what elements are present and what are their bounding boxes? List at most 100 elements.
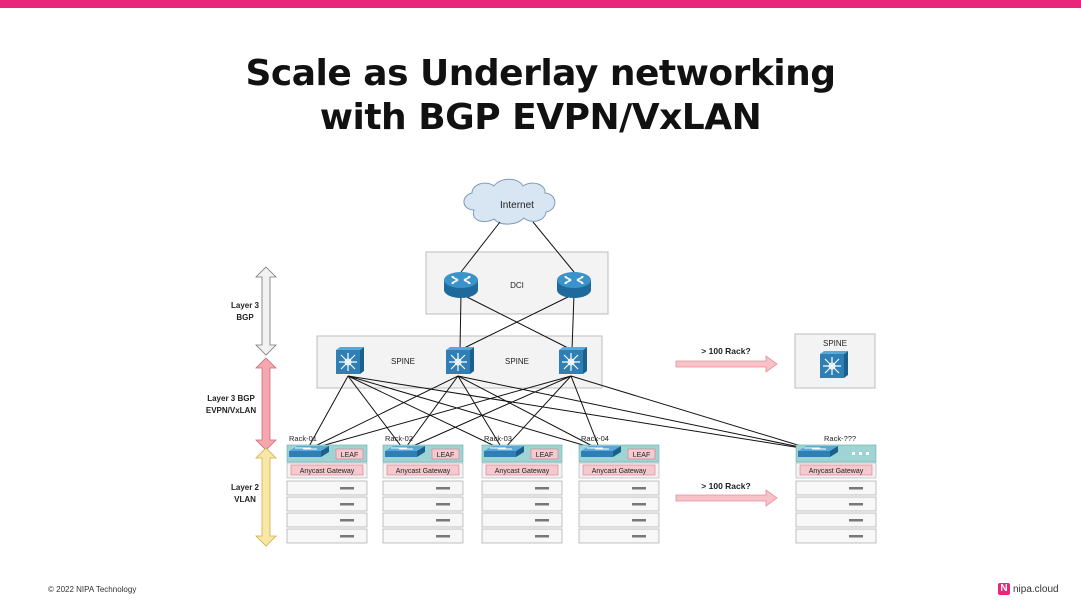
rack-name: Rack-04 [581, 434, 609, 443]
internet-label: Internet [500, 200, 534, 211]
rack-name: Rack-02 [385, 434, 413, 443]
server-led [340, 535, 354, 538]
gateway-tag [582, 464, 656, 476]
server-led [632, 519, 646, 522]
server-slot [795, 528, 877, 544]
server-slot [286, 496, 368, 512]
internet-cloud: Internet [463, 178, 556, 225]
leaf-switch-icon [580, 445, 622, 458]
leaf-label: LEAF [633, 452, 651, 459]
server-led [535, 487, 549, 490]
server-led [849, 503, 863, 506]
rack-name: Rack-01 [289, 434, 317, 443]
scale-arrow-spine: > 100 Rack? [675, 346, 778, 373]
leaf-tag [431, 448, 460, 460]
leaf-switch-icon [797, 445, 839, 458]
dci-router-2-icon [556, 271, 592, 299]
layer-3-line1: Layer 2 [231, 483, 260, 492]
rack-5: Rack-??? Anycast Gateway [795, 434, 877, 544]
server-slot [286, 480, 368, 496]
server-led [340, 519, 354, 522]
leaf-tag [335, 448, 364, 460]
leaf-switch-icon [483, 445, 525, 458]
server-slot [578, 480, 660, 496]
server-led [436, 535, 450, 538]
server-led [849, 535, 863, 538]
server-slot [481, 512, 563, 528]
server-led [632, 503, 646, 506]
brand-logo: N nipa.cloud [998, 581, 1059, 597]
server-slot [795, 480, 877, 496]
link-lines [306, 221, 815, 451]
spine-switch-1-icon [335, 346, 365, 375]
brand-mark-icon: N [998, 583, 1010, 595]
gateway-tag [799, 464, 873, 476]
spine-switch-2-icon [445, 346, 475, 375]
leaf-switch-icon [384, 445, 426, 458]
server-slot [578, 496, 660, 512]
title-line-2: with BGP EVPN/VxLAN [319, 97, 762, 138]
spine-label-1: SPINE [391, 357, 415, 366]
server-led [436, 487, 450, 490]
server-slot [795, 496, 877, 512]
leaf-label: LEAF [341, 452, 359, 459]
spine-label-2: SPINE [505, 357, 529, 366]
server-led [436, 503, 450, 506]
server-led [632, 487, 646, 490]
server-slot [382, 496, 464, 512]
layer-1-line2: BGP [236, 313, 254, 322]
server-led [535, 503, 549, 506]
server-led [535, 535, 549, 538]
gateway-label: Anycast Gateway [809, 468, 864, 475]
server-slot [481, 480, 563, 496]
leaf-port [852, 452, 855, 455]
rack-name: Rack-??? [824, 434, 856, 443]
gateway-label: Anycast Gateway [300, 468, 355, 475]
leaf-label: LEAF [536, 452, 554, 459]
server-slot [286, 512, 368, 528]
gateway-label: Anycast Gateway [592, 468, 647, 475]
footer-copyright: © 2022 NIPA Technology [48, 585, 137, 594]
server-led [849, 519, 863, 522]
gateway-tag [485, 464, 559, 476]
server-led [849, 487, 863, 490]
brand-text: nipa.cloud [1013, 583, 1059, 595]
spine-extra-switch-icon [819, 350, 849, 379]
scale-spine-label: > 100 Rack? [701, 346, 750, 356]
scale-leaf-label: > 100 Rack? [701, 481, 750, 491]
top-accent-bar [0, 0, 1081, 8]
slide-title: Scale as Underlay networking with BGP EV… [0, 52, 1081, 140]
spine-switch-3-icon [558, 346, 588, 375]
dci-router-1-icon [443, 271, 479, 299]
layer2-vlan-arrow [255, 447, 277, 547]
server-led [340, 503, 354, 506]
dci-label: DCI [510, 281, 524, 290]
server-slot [286, 528, 368, 544]
server-slot [382, 480, 464, 496]
server-led [340, 487, 354, 490]
leaf-tag [627, 448, 656, 460]
server-led [436, 519, 450, 522]
title-line-1: Scale as Underlay networking [245, 53, 836, 94]
server-led [632, 535, 646, 538]
server-led [535, 519, 549, 522]
server-slot [481, 496, 563, 512]
gateway-tag [386, 464, 460, 476]
scale-arrow-leaf: > 100 Rack? [675, 481, 778, 507]
gateway-label: Anycast Gateway [495, 468, 550, 475]
server-slot [578, 528, 660, 544]
server-slot [578, 512, 660, 528]
server-slot [795, 512, 877, 528]
leaf-port [866, 452, 869, 455]
server-slot [382, 512, 464, 528]
layer-2-line1: Layer 3 BGP [207, 394, 255, 403]
spine-extra-label: SPINE [823, 339, 847, 348]
layer3-evpn-arrow [255, 357, 277, 451]
leaf-switch-icon [288, 445, 330, 458]
rack-name: Rack-03 [484, 434, 512, 443]
